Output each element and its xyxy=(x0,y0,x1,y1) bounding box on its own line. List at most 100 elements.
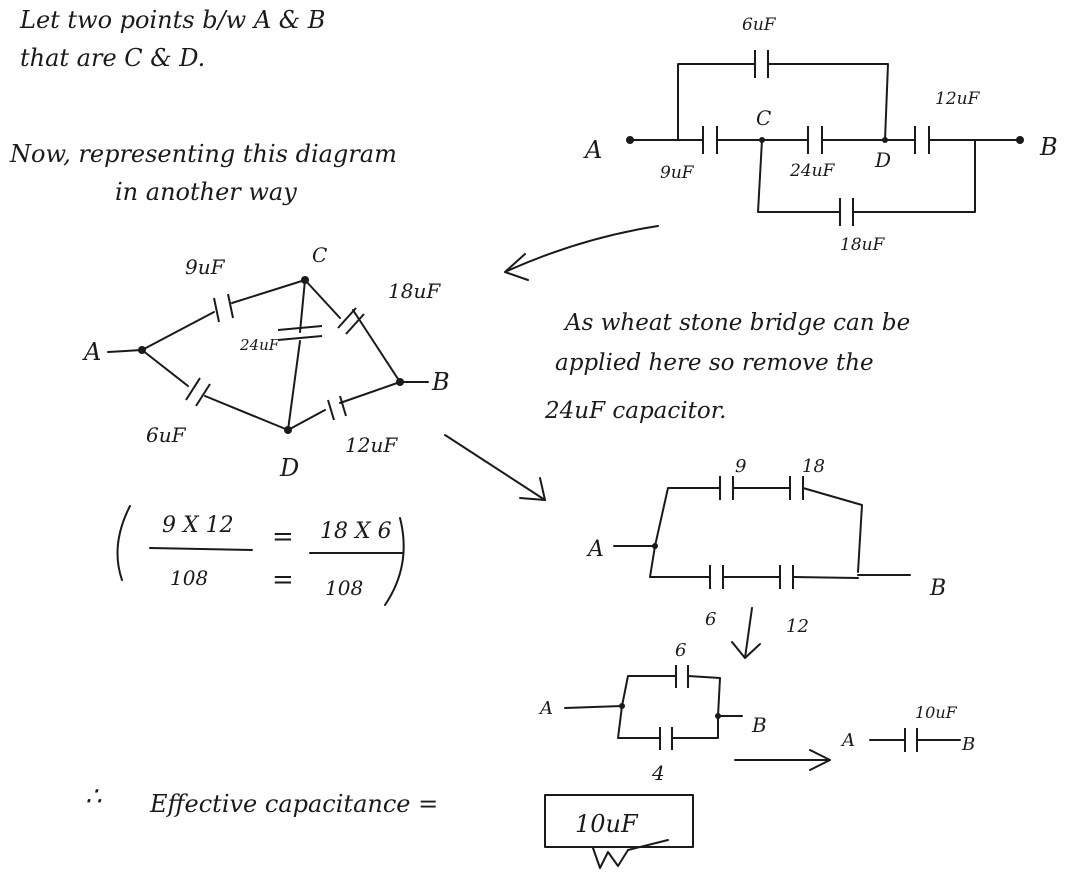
label-6uf: 6uF xyxy=(742,15,777,35)
bridge-label-c: C xyxy=(312,243,327,267)
capacitor-12uf xyxy=(914,126,930,154)
answer-box xyxy=(544,794,694,848)
capacitor-6uf xyxy=(754,50,769,78)
label-node-c: C xyxy=(756,106,771,130)
label-node-d: D xyxy=(874,148,891,172)
therefore-symbol: ∴ xyxy=(85,782,102,812)
intro-text: Let two points b/w A & B that are C & D.… xyxy=(9,6,397,206)
bridge-node-d-dot xyxy=(284,426,292,434)
wire-c-b xyxy=(304,279,401,383)
bridge-label-6uf: 6uF xyxy=(146,423,187,447)
c3-capacitor-4 xyxy=(659,727,673,750)
wire-c-d xyxy=(287,279,306,431)
arrow-down xyxy=(731,607,761,659)
c2-capacitor-18 xyxy=(789,476,804,500)
ratio-left-bar xyxy=(149,547,253,551)
capacitor-9uf xyxy=(702,126,718,154)
c2-capacitor-9 xyxy=(719,476,734,500)
terminal-b-dot xyxy=(1016,136,1024,144)
c3-label-4: 4 xyxy=(651,761,665,785)
bridge-node-a-dot xyxy=(138,346,146,354)
bridge-label-24uf: 24uF xyxy=(239,336,280,354)
conclusion: ∴ Effective capacitance = 10uF xyxy=(85,782,694,869)
wire-d-b xyxy=(287,381,401,431)
c3-bottom-branch xyxy=(617,705,719,739)
label-12uf: 12uF xyxy=(935,89,981,109)
terminal-a-dot xyxy=(626,136,634,144)
c4-label-b: B xyxy=(961,734,975,755)
ratio-right-denominator: 108 xyxy=(325,576,363,600)
c2-label-12: 12 xyxy=(786,616,809,637)
bridge-capacitor-24uf xyxy=(277,325,323,341)
arrow-to-bridge xyxy=(504,225,659,281)
c2-capacitor-6 xyxy=(709,565,724,589)
top-loop-wire xyxy=(677,63,889,141)
bridge-capacitor-6uf xyxy=(185,377,211,407)
c3-label-b: B xyxy=(751,713,767,737)
c3-label-6: 6 xyxy=(675,640,686,661)
capacitor-24uf xyxy=(807,126,823,154)
bridge-label-18uf: 18uF xyxy=(388,279,441,303)
label-9uf: 9uF xyxy=(660,163,695,183)
right-paren xyxy=(384,517,405,606)
c3-capacitor-6 xyxy=(675,665,689,688)
intro-line-1: Let two points b/w A & B xyxy=(19,6,325,34)
circuit-parallel-pair: A B 6 4 xyxy=(538,640,767,785)
ratio-eq-2: = xyxy=(272,565,294,595)
c3-top-branch xyxy=(621,675,721,717)
c2-label-a: A xyxy=(586,537,604,562)
effective-capacitance-label: Effective capacitance = xyxy=(149,790,438,818)
c2-label-6: 6 xyxy=(705,609,716,630)
bridge-capacitor-18uf xyxy=(337,307,365,335)
c4-label-10uf: 10uF xyxy=(915,703,958,722)
bridge-label-12uf: 12uF xyxy=(345,433,398,457)
c2-label-9: 9 xyxy=(735,456,746,477)
c3-label-a: A xyxy=(538,698,553,719)
label-24uf: 24uF xyxy=(789,161,836,181)
c2-label-18: 18 xyxy=(802,456,825,477)
wire-a-d xyxy=(141,349,289,431)
bridge-capacitor-12uf xyxy=(327,395,347,421)
capacitor-18uf xyxy=(839,198,854,226)
c4-label-a: A xyxy=(840,730,855,751)
bottom-loop-wire xyxy=(757,139,976,213)
c2-bottom-branch xyxy=(649,545,859,579)
c2-node-a-dot xyxy=(652,543,658,549)
answer-value: 10uF xyxy=(575,810,639,838)
intro-line-3: Now, representing this diagram xyxy=(9,140,397,168)
label-18uf: 18uF xyxy=(840,235,886,255)
c2-label-b: B xyxy=(929,576,946,601)
ratio-right-numerator: 18 X 6 xyxy=(320,519,392,544)
left-paren xyxy=(116,505,131,581)
wheatstone-line-2: applied here so remove the xyxy=(555,350,874,376)
wheatstone-line-3: 24uF capacitor. xyxy=(544,398,726,424)
bridge-label-d: D xyxy=(279,454,299,482)
node-c-dot xyxy=(759,137,765,143)
wheatstone-line-1: As wheat stone bridge can be xyxy=(563,310,910,336)
bridge-capacitor-9uf xyxy=(213,293,234,323)
bridge-label-b: B xyxy=(431,368,450,396)
arrow-to-final xyxy=(734,749,831,771)
ratio-eq-1: = xyxy=(272,522,294,552)
bridge-label-9uf: 9uF xyxy=(185,255,226,279)
c3-node-a-dot xyxy=(619,703,625,709)
circuit-equivalent: A B 10uF xyxy=(840,703,975,755)
circuit-series-parallel: A B 9 18 6 12 xyxy=(586,456,946,659)
ratio-left-denominator: 108 xyxy=(170,566,208,590)
bridge-node-b-dot xyxy=(396,378,404,386)
ratio-left-numerator: 9 X 12 xyxy=(162,513,234,538)
c3-lead-a xyxy=(564,705,623,709)
c3-node-b-dot xyxy=(715,713,721,719)
intro-line-2: that are C & D. xyxy=(20,44,205,72)
bridge-diagram: A B C D 9uF 18uF 24uF 6uF 12uF xyxy=(82,243,450,482)
wire-a-c xyxy=(141,279,306,351)
label-node-a: A xyxy=(583,136,602,164)
c2-capacitor-12 xyxy=(779,565,794,589)
circuit-original: A B C D 6uF 9uF 24uF 12uF 18uF xyxy=(583,15,1058,255)
bridge-label-a: A xyxy=(82,338,101,366)
balance-ratio: 9 X 12 108 = = 18 X 6 108 xyxy=(116,505,405,606)
node-d-dot xyxy=(882,137,888,143)
intro-line-4: in another way xyxy=(115,178,297,206)
